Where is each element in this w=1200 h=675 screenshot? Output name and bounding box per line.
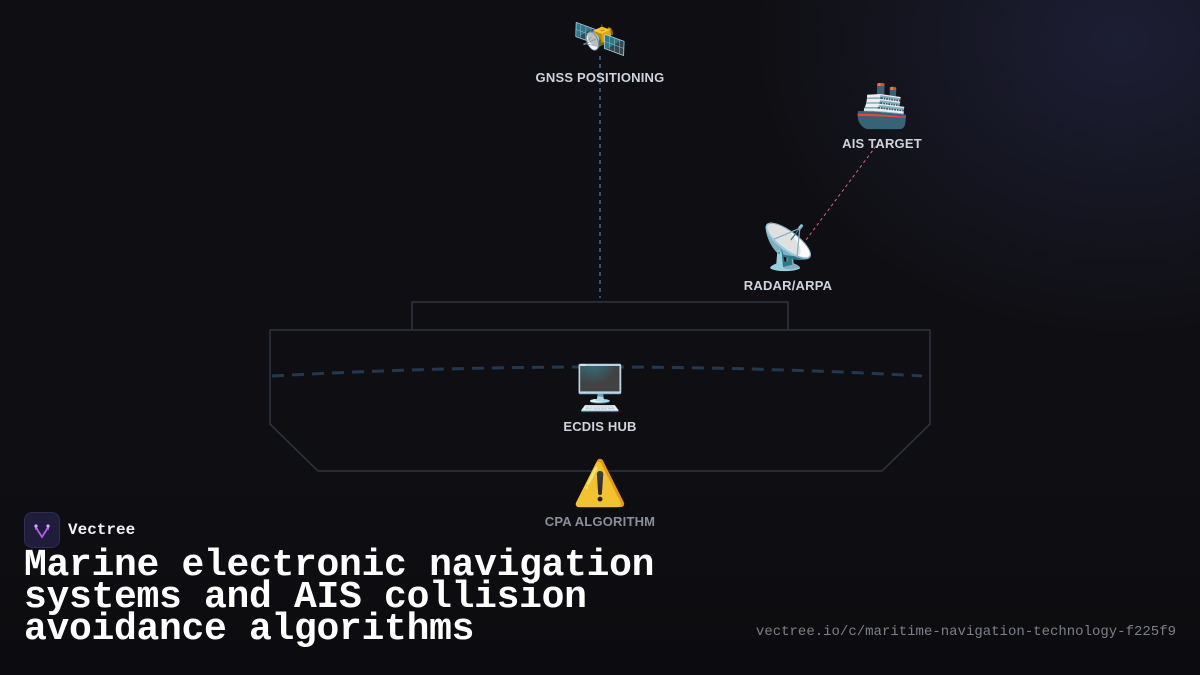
node-cpa: ⚠️ CPA ALGORITHM — [530, 458, 670, 530]
node-ais-label: AIS TARGET — [842, 136, 922, 151]
waterline — [271, 365, 923, 378]
page-title: Marine electronic navigation systems and… — [24, 544, 655, 651]
node-ecdis: 🖥️ ECDIS HUB — [540, 363, 660, 435]
node-gnss: 🛰️ GNSS POSITIONING — [530, 14, 670, 86]
node-radar-label: RADAR/ARPA — [743, 278, 833, 293]
brand-name: Vectree — [68, 521, 136, 539]
node-ecdis-label: ECDIS HUB — [563, 419, 637, 434]
ship-hull-outline — [269, 329, 931, 472]
node-ais: 🚢 AIS TARGET — [822, 80, 942, 152]
satellite-icon: 🛰️ — [572, 14, 628, 65]
ais-radar-link-line — [805, 145, 877, 241]
warning-icon: ⚠️ — [572, 458, 628, 509]
satellite-dish-icon: 📡 — [760, 222, 816, 273]
node-cpa-label: CPA ALGORITHM — [544, 514, 656, 529]
ship-icon: 🚢 — [854, 80, 910, 131]
node-gnss-label: GNSS POSITIONING — [535, 70, 665, 85]
bridge-outline — [411, 301, 789, 330]
source-url: vectree.io/c/maritime-navigation-technol… — [755, 624, 1176, 640]
vectree-logo-icon — [24, 512, 60, 548]
desktop-computer-icon: 🖥️ — [572, 363, 628, 414]
node-radar: 📡 RADAR/ARPA — [728, 222, 848, 294]
brand: Vectree — [24, 512, 135, 548]
